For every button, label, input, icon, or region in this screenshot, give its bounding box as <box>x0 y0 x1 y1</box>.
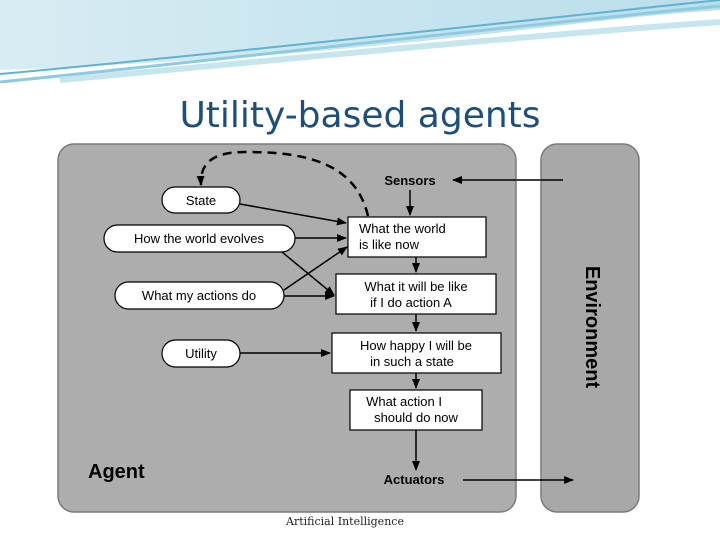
state-label: State <box>186 193 216 208</box>
action-now-line1: What action I <box>366 394 442 409</box>
future-state-line1: What it will be like <box>364 279 467 294</box>
utility-oval: Utility <box>161 339 241 368</box>
agent-label: Agent <box>88 461 145 483</box>
world-evolves-label: How the world evolves <box>134 231 265 246</box>
actions-do-label: What my actions do <box>142 288 256 303</box>
world-now-line2: is like now <box>359 237 420 252</box>
world-now-line1: What the world <box>359 221 446 236</box>
state-feedback-arrow <box>196 150 370 217</box>
agent-panel <box>57 143 517 513</box>
world-now-box: What the world is like now <box>347 216 487 258</box>
future-state-line2: if I do action A <box>370 295 452 310</box>
actions-to-worldnow-arrow <box>283 246 348 291</box>
slide-footer: Artificial Intelligence <box>286 515 404 528</box>
action-now-line2: should do now <box>374 410 458 425</box>
state-oval: State <box>161 186 241 214</box>
actuators-label: Actuators <box>384 472 445 487</box>
future-state-box: What it will be like if I do action A <box>335 273 497 315</box>
environment-panel <box>540 143 640 513</box>
environment-label: Environment <box>581 266 603 389</box>
happiness-box: How happy I will be in such a state <box>331 332 502 374</box>
header-wave-decoration <box>0 0 720 84</box>
happiness-line1: How happy I will be <box>360 338 472 353</box>
world-evolves-oval: How the world evolves <box>103 224 296 253</box>
utility-agent-diagram: Environment Sensors Actuators Agent Stat… <box>57 143 640 513</box>
sensors-label: Sensors <box>384 173 435 188</box>
actions-do-oval: What my actions do <box>114 281 285 310</box>
evolves-to-future-arrow <box>281 251 335 296</box>
state-to-worldnow-arrow <box>239 203 347 226</box>
action-now-box: What action I should do now <box>349 389 483 431</box>
slide-title: Utility-based agents <box>179 95 541 136</box>
happiness-line2: in such a state <box>370 354 454 369</box>
utility-label: Utility <box>185 346 217 361</box>
